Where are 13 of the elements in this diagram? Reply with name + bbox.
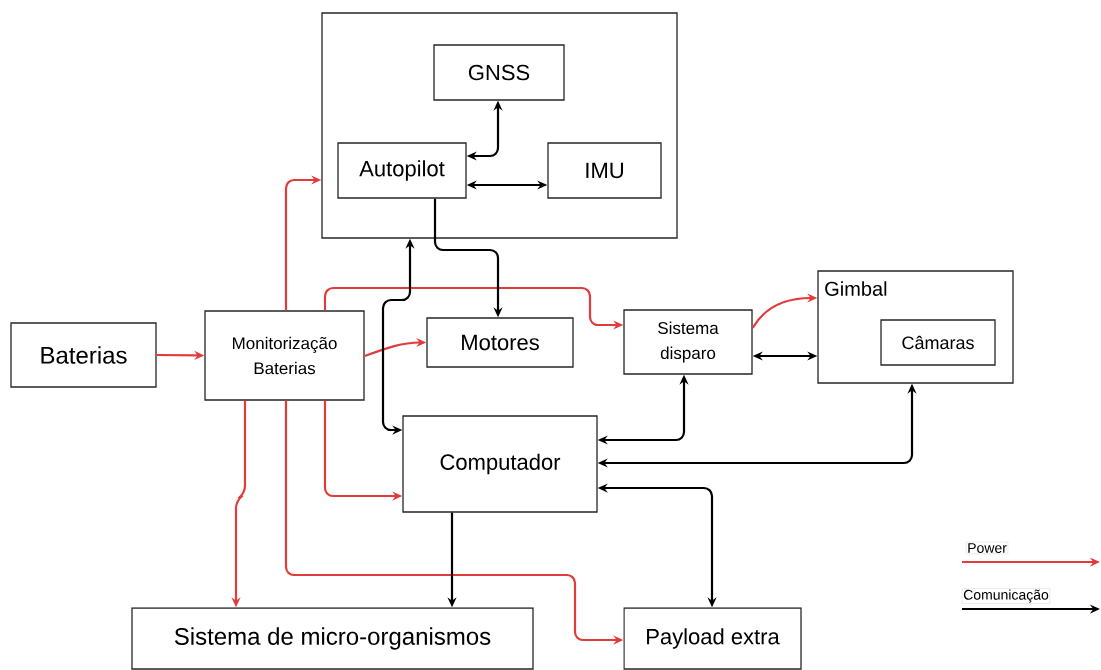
legend-label: Comunicação xyxy=(962,588,1050,604)
legend-label: Power xyxy=(966,541,1009,555)
block-box: Autopilot xyxy=(337,142,467,199)
block-box: IMU xyxy=(547,142,662,199)
block-box: Payload extra xyxy=(623,607,802,670)
block-box: Câmaras xyxy=(880,319,996,366)
block-box: Sistema de micro-organismos xyxy=(131,607,534,670)
block-box: Monitorização Baterias xyxy=(204,310,365,401)
block-box: Motores xyxy=(426,317,574,368)
block-box: Sistema disparo xyxy=(623,309,753,375)
block-box: Baterias xyxy=(10,322,157,388)
block-box: Computador xyxy=(402,415,598,513)
block-box: GNSS xyxy=(433,44,565,101)
